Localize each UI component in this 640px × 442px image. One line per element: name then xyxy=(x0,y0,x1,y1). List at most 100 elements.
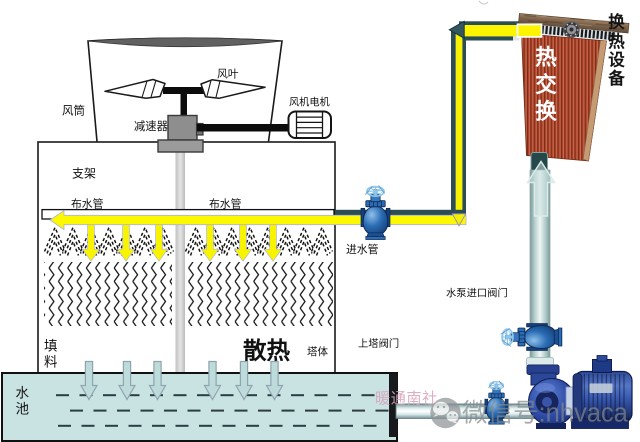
hx-side-panel xyxy=(582,40,607,162)
water-dash xyxy=(103,394,116,397)
flange-bolt xyxy=(565,32,568,35)
flow-arrow-up-icon xyxy=(526,160,556,217)
water-dash xyxy=(173,394,187,397)
hx-tooth xyxy=(584,29,588,38)
water-dash xyxy=(199,424,212,427)
label-hx-equip-4: 备 xyxy=(607,68,625,88)
water-dash xyxy=(293,424,306,427)
label-fill-2: 料 xyxy=(44,355,58,370)
reducer-box xyxy=(167,114,198,141)
water-dash xyxy=(328,409,342,412)
water-dash xyxy=(81,424,95,427)
water-dash xyxy=(305,409,318,412)
water-dash xyxy=(244,394,257,397)
fan-shaft xyxy=(180,92,187,116)
pipe-hx-outlet-collar xyxy=(516,23,543,38)
diagram-labels: 风筒 风叶 风机电机 减速器 支架 布水管 布水管 进水管 填 料 散热 塔体 … xyxy=(16,12,626,417)
fill-packing-left xyxy=(44,262,172,326)
cooling-tower xyxy=(37,37,336,375)
label-hx-equip-3: 设 xyxy=(608,51,625,70)
flange-bolt xyxy=(570,34,572,37)
water-dash xyxy=(164,409,177,412)
watermarks: 暖通南社 微信号:nhvaca xyxy=(375,391,629,429)
hx-tooth xyxy=(556,27,560,36)
hx-tooth xyxy=(549,26,552,35)
motor-terminal-box xyxy=(592,359,612,373)
wechat-icon xyxy=(430,397,461,429)
water-pump xyxy=(528,355,633,429)
pump-discharge-valve xyxy=(499,322,563,352)
fan-motor xyxy=(287,110,332,139)
flow-arrow-left-icon xyxy=(448,20,465,40)
pipe-top-teal-edge xyxy=(459,21,519,26)
water-dash xyxy=(58,424,71,427)
water-dash xyxy=(352,409,365,412)
label-pool-1: 水 xyxy=(16,386,30,401)
water-dash xyxy=(220,394,234,397)
water-dash xyxy=(140,409,154,412)
central-column xyxy=(175,142,185,373)
label-pump-inlet-valve: 水泵进口阀门 xyxy=(446,287,508,300)
pipe-vert-teal-left xyxy=(451,30,456,216)
pump-base xyxy=(571,418,629,429)
pool-basin xyxy=(1,372,398,442)
hx-tooth xyxy=(611,32,615,41)
label-heat-dissipation: 散热 xyxy=(243,338,290,364)
water-dash xyxy=(340,424,353,427)
label-up-tower-valve: 上塔阀门 xyxy=(358,337,399,350)
pipe-vert-yellow xyxy=(455,30,463,216)
watermark-brand: 暖通南社 xyxy=(375,391,438,408)
label-hx-3: 换 xyxy=(535,99,557,124)
cold-water-side xyxy=(395,152,633,429)
label-support: 支架 xyxy=(72,167,96,181)
water-dash xyxy=(152,424,165,427)
fill-packing-right xyxy=(188,262,333,326)
hx-tooth xyxy=(588,29,592,39)
water-dash xyxy=(246,424,259,427)
label-dist-pipe-right: 布水管 xyxy=(209,197,242,211)
flange-bolt xyxy=(566,23,569,26)
hx-band-texture-dark xyxy=(524,14,624,31)
motor-terminal-cap xyxy=(596,355,608,362)
pipe-top-yellow xyxy=(459,25,541,37)
watermark-wechat-id: 微信号:nhvaca xyxy=(462,400,629,428)
water-dash xyxy=(187,409,201,412)
heat-exchanger xyxy=(518,13,630,162)
hx-tooth xyxy=(604,31,608,40)
hx-tooth xyxy=(600,30,604,40)
flow-arrow-down-icon xyxy=(451,213,467,227)
label-hx-equip-1: 换 xyxy=(608,12,625,32)
water-dash xyxy=(175,424,189,427)
pipe-horiz-teal-edge xyxy=(335,209,466,216)
hx-tooth xyxy=(560,27,564,36)
reducer-base xyxy=(157,139,204,153)
label-inlet-pipe: 进水管 xyxy=(346,242,379,256)
label-hx-equip-2: 热 xyxy=(608,31,625,51)
water-dash xyxy=(211,409,224,412)
pump-volute-highlight xyxy=(535,383,555,393)
pipe-hx-outlet-tab xyxy=(513,36,522,41)
hx-tooth xyxy=(545,25,549,35)
water-dash xyxy=(105,424,118,427)
water-dash xyxy=(70,409,83,412)
water-dash xyxy=(128,424,142,427)
fan-blade-left xyxy=(104,78,166,100)
water-dash xyxy=(291,394,304,397)
fan-duct-rim xyxy=(87,37,283,48)
label-pool-2: 池 xyxy=(16,402,30,417)
water-dash xyxy=(234,409,248,412)
flange-bolt xyxy=(564,28,566,30)
water-dash xyxy=(363,424,377,427)
pump-volute-center xyxy=(542,397,552,407)
water-dash xyxy=(258,409,271,412)
water-dash xyxy=(197,394,210,397)
fan-blade-right xyxy=(200,79,266,100)
label-fan-motor: 风机电机 xyxy=(289,96,330,109)
hx-tooth xyxy=(552,26,556,35)
label-hx-1: 热 xyxy=(535,45,557,70)
label-dist-pipe-left: 布水管 xyxy=(71,197,104,211)
water-pool xyxy=(1,372,398,442)
label-hx-2: 交 xyxy=(535,72,557,97)
pump-foot xyxy=(536,423,566,429)
pool-right-wall xyxy=(389,374,398,437)
